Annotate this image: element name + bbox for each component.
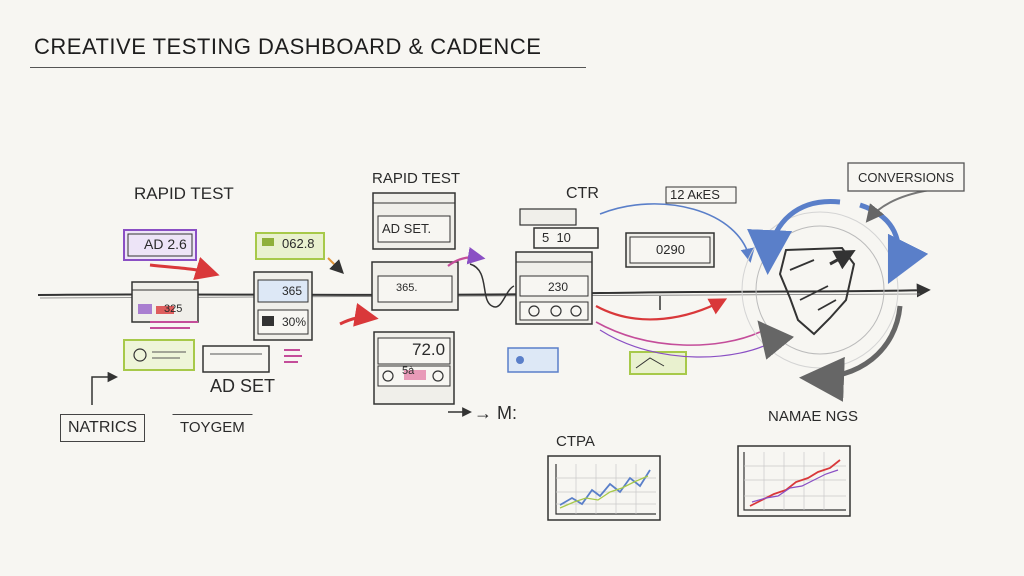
arrow-natrics — [91, 371, 119, 405]
label-rapid-test-1: RAPID TEST — [134, 184, 234, 203]
label-rapid-test-2: RAPID TEST — [372, 170, 461, 187]
card-value-0290: 0290 — [656, 242, 685, 257]
mini-chart-namae — [737, 445, 851, 517]
arrow-orange-2 — [327, 257, 344, 274]
toygem-box: TOYGEM — [172, 414, 253, 441]
label-conversions: CONVERSIONS — [858, 170, 955, 185]
conversions-frame — [847, 162, 965, 192]
sweep-arrows — [595, 203, 773, 358]
label-ctr: CTR — [566, 185, 599, 202]
natrics-box: NATRICS — [60, 414, 146, 442]
arrow-red-1 — [149, 256, 220, 280]
arrow-magenta-3 — [447, 247, 486, 267]
card-value-72: 72.0 — [412, 340, 446, 359]
card-value-ad: AD 2.6 — [144, 236, 187, 252]
column-4-cards — [507, 208, 599, 373]
mini-chart-ctpa — [547, 455, 661, 521]
arrow-red-2 — [339, 303, 379, 327]
label-12-aktes: 12 AĸES — [670, 187, 720, 202]
label-ad-set-2: AD SET. — [382, 221, 432, 236]
card-value-30pct: 30% — [282, 315, 307, 329]
label-namae-ngs: NAMAE NGS — [768, 408, 859, 425]
card-value-365b: 365. — [396, 282, 418, 294]
column-5-cards — [625, 186, 737, 375]
page-title: CREATIVE TESTING DASHBOARD & CADENCE — [34, 34, 542, 59]
card-value-325: 325 — [164, 303, 183, 315]
label-ad-set-1: AD SET — [210, 376, 276, 396]
card-value-365: 365 — [282, 284, 303, 298]
column-3-cards — [371, 192, 459, 405]
card-value-5-10: 5 10 — [542, 230, 571, 245]
title-underline — [30, 67, 586, 68]
cycle-loop — [741, 189, 931, 402]
label-arrow-m: → M: — [474, 403, 517, 423]
squiggle-connector — [469, 263, 515, 308]
card-value-062: 062.8 — [282, 236, 315, 251]
card-value-230: 230 — [548, 280, 569, 294]
column-2-cards — [202, 232, 325, 373]
column-1-cards — [123, 229, 199, 371]
label-ctpa: CTPA — [556, 433, 595, 450]
card-value-5a: 5à — [402, 365, 415, 377]
